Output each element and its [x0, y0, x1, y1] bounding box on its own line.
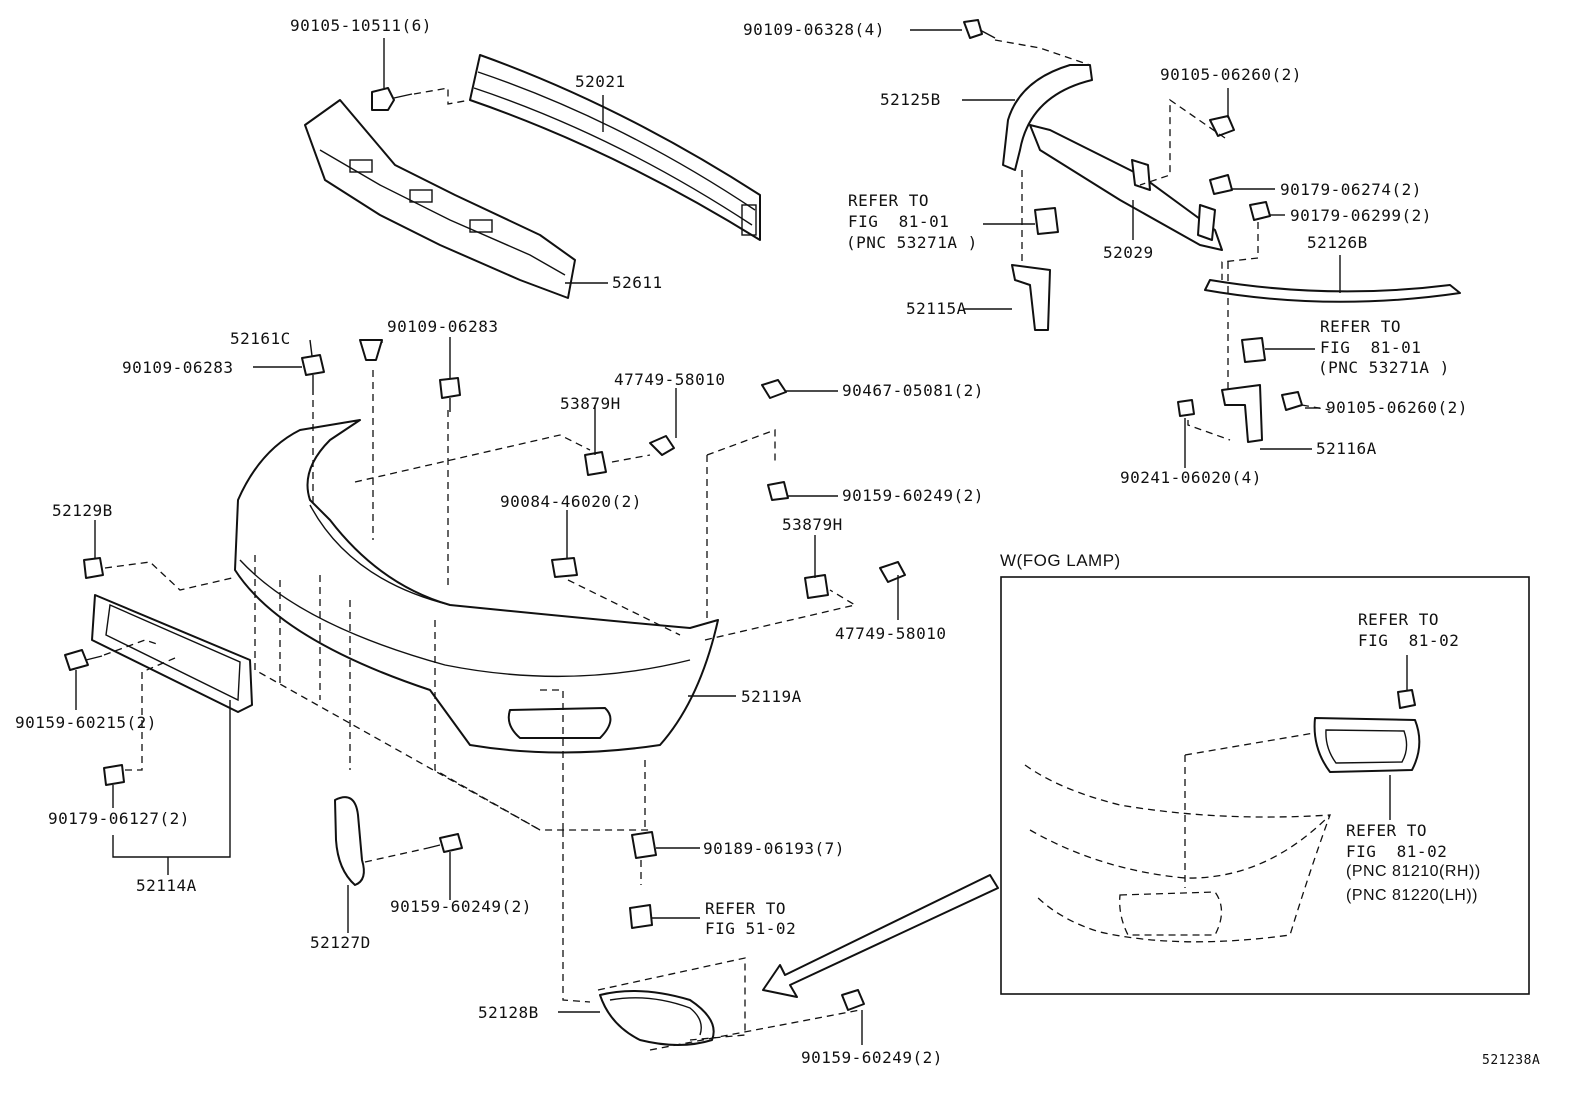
part-52114a-mounting[interactable]	[91, 594, 253, 713]
leader-lines	[75, 29, 1408, 1045]
clip-90109-06283-b[interactable]	[439, 377, 461, 412]
fog-lamp-unit[interactable]	[1313, 717, 1421, 773]
label-90179-06299: 90179-06299(2)	[1290, 206, 1432, 225]
cap-52129b[interactable]	[83, 557, 104, 579]
screw-47749-58010-a[interactable]	[649, 435, 675, 456]
label-refer-81-01-a-3: (PNC 53271A )	[846, 233, 978, 252]
label-52127d: 52127D	[310, 933, 371, 952]
label-90105-06260-b: 90105-06260(2)	[1326, 398, 1468, 417]
label-52611: 52611	[612, 273, 663, 292]
part-52611-energy-absorber[interactable]	[304, 99, 576, 299]
fog-detail-arrow	[762, 874, 999, 998]
clip-52161c[interactable]	[301, 354, 325, 395]
label-fog-refer-2-4: (PNC 81220(LH))	[1346, 887, 1478, 904]
label-52119a: 52119A	[741, 687, 802, 706]
label-52161c: 52161C	[230, 329, 291, 348]
label-52029: 52029	[1103, 243, 1154, 262]
label-fog-refer-2-3: (PNC 81210(RH))	[1346, 863, 1481, 880]
bolt-90159-60249-a[interactable]	[767, 481, 789, 501]
nut-90189-06193[interactable]	[631, 831, 657, 859]
screw-refer-51-02[interactable]	[629, 904, 653, 929]
clip-53271a-right[interactable]	[1241, 337, 1266, 363]
label-90189-06193: 90189-06193(7)	[703, 839, 845, 858]
part-52126b-retainer[interactable]	[1204, 279, 1461, 303]
clip-53271a-left[interactable]	[1034, 207, 1059, 235]
bolt-90105-06260-lower[interactable]	[1281, 391, 1303, 411]
label-fog-refer-2-2: FIG 81-02	[1346, 842, 1448, 861]
label-90179-06127: 90179-06127(2)	[48, 809, 190, 828]
label-90105-10511: 90105-10511(6)	[290, 16, 432, 35]
nut-90467-05081[interactable]	[761, 379, 787, 399]
label-52126b: 52126B	[1307, 233, 1368, 252]
label-refer-81-01-b-3: (PNC 53271A )	[1318, 358, 1450, 377]
label-90467-05081: 90467-05081(2)	[842, 381, 984, 400]
label-refer-81-01-a-2: FIG 81-01	[848, 212, 950, 231]
part-52125b-retainer[interactable]	[1002, 64, 1093, 171]
screw-47749-58010-b[interactable]	[879, 561, 906, 583]
label-refer-81-01-b-2: FIG 81-01	[1320, 338, 1422, 357]
label-53879h-a: 53879H	[560, 394, 621, 413]
clip-90109-06283-a[interactable]	[359, 339, 383, 361]
part-52116a-bracket[interactable]	[1221, 384, 1263, 443]
label-90084-46020: 90084-46020(2)	[500, 492, 642, 511]
part-52127d-bracket[interactable]	[334, 796, 365, 886]
nut-90179-06274[interactable]	[1209, 174, 1233, 195]
part-52021-bumper-reinforcement[interactable]	[469, 54, 761, 241]
label-fog-refer-2-1: REFER TO	[1346, 821, 1428, 840]
label-52021: 52021	[575, 72, 626, 91]
label-90109-06328: 90109-06328(4)	[743, 20, 885, 39]
retainer-53879h-b[interactable]	[804, 574, 829, 599]
label-90159-60249-b: 90159-60249(2)	[390, 897, 532, 916]
label-fog-refer-1-2: FIG 81-02	[1358, 631, 1460, 650]
part-52119a-bumper-cover[interactable]	[234, 419, 719, 754]
nut-90179-06299[interactable]	[1249, 201, 1271, 221]
label-refer-51-02-1: REFER TO	[705, 899, 787, 918]
label-90105-06260-a: 90105-06260(2)	[1160, 65, 1302, 84]
label-52114a: 52114A	[136, 876, 197, 895]
label-90159-60249-c: 90159-60249(2)	[801, 1048, 943, 1067]
label-90159-60249-a: 90159-60249(2)	[842, 486, 984, 505]
bolt-90109-06328[interactable]	[963, 19, 996, 39]
label-refer-81-01-b-1: REFER TO	[1320, 317, 1402, 336]
part-52115a-bracket[interactable]	[1011, 264, 1051, 331]
bolt-90159-60215[interactable]	[64, 649, 103, 671]
bolt-90159-60249-b[interactable]	[427, 833, 463, 853]
retainer-53879h-a[interactable]	[584, 451, 607, 476]
label-47749-58010-b: 47749-58010	[835, 624, 947, 643]
nut-90084-46020[interactable]	[551, 557, 578, 578]
bolt-90105-10511[interactable]	[371, 87, 413, 111]
label-figure-id: 521238A	[1482, 1053, 1541, 1068]
label-90241-06020: 90241-06020(4)	[1120, 468, 1262, 487]
label-fog-lamp-title: W(FOG LAMP)	[1000, 551, 1121, 570]
label-refer-51-02-2: FIG 51-02	[705, 919, 797, 938]
screw-90241-06020[interactable]	[1177, 399, 1195, 417]
label-53879h-b: 53879H	[782, 515, 843, 534]
fog-lamp-screw[interactable]	[1397, 689, 1416, 709]
bolt-90105-06260-upper[interactable]	[1209, 115, 1235, 137]
label-52129b: 52129B	[52, 501, 113, 520]
bolt-90159-60249-c[interactable]	[841, 989, 865, 1011]
label-52116a: 52116A	[1316, 439, 1377, 458]
label-52125b: 52125B	[880, 90, 941, 109]
nut-90179-06127[interactable]	[103, 764, 125, 786]
label-90109-06283-a: 90109-06283	[387, 317, 499, 336]
fog-lamp-bumper-outline	[1024, 764, 1331, 943]
label-fog-refer-1-1: REFER TO	[1358, 610, 1440, 629]
label-47749-58010-a: 47749-58010	[614, 370, 726, 389]
part-52029-bumper-support[interactable]	[1029, 124, 1223, 251]
label-90179-06274: 90179-06274(2)	[1280, 180, 1422, 199]
fog-lamp-inset-box	[1000, 576, 1530, 995]
label-refer-81-01-a-1: REFER TO	[848, 191, 930, 210]
label-90109-06283-b: 90109-06283	[122, 358, 234, 377]
label-52128b: 52128B	[478, 1003, 539, 1022]
label-90159-60215: 90159-60215(2)	[15, 713, 157, 732]
part-52128b-cover[interactable]	[599, 990, 715, 1046]
label-52115a: 52115A	[906, 299, 967, 318]
